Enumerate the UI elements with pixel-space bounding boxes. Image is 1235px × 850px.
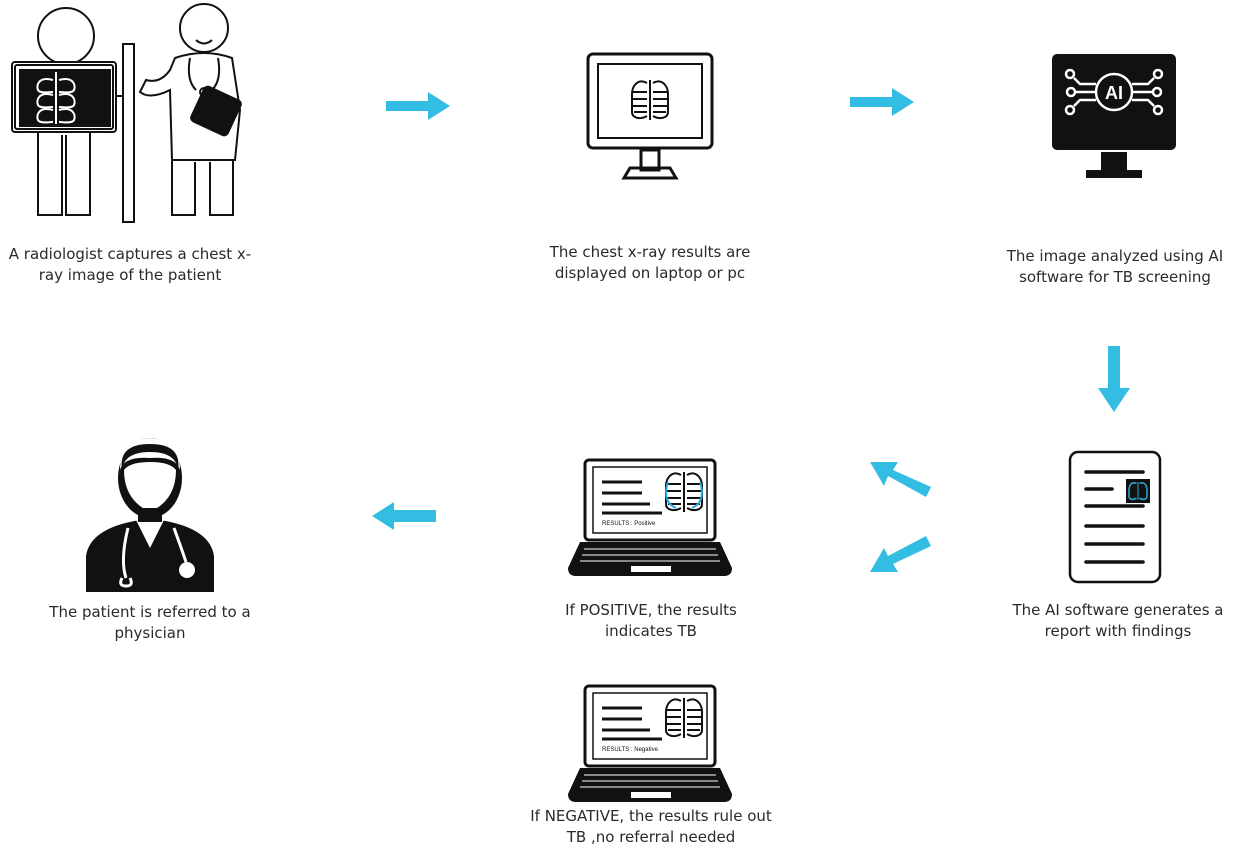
arrow-display-to-analyze bbox=[850, 88, 914, 116]
caption-positive: If POSITIVE, the results indicates TB bbox=[565, 601, 737, 640]
arrow-report-to-negative bbox=[870, 536, 931, 572]
negative-screen-label: RESULTS : Negative bbox=[602, 747, 659, 753]
ai-label: AI bbox=[1105, 83, 1123, 103]
flow-arrows bbox=[372, 88, 1130, 572]
arrow-analyze-to-report bbox=[1098, 346, 1130, 412]
positive-results-laptop-icon: RESULTS : Positive bbox=[568, 458, 732, 576]
ai-monitor-icon: AI bbox=[1052, 54, 1176, 178]
caption-report: The AI software generates a report with … bbox=[1012, 601, 1224, 640]
caption-referral: The patient is referred to a physician bbox=[49, 603, 251, 642]
caption-display: The chest x-ray results are displayed on… bbox=[549, 243, 751, 282]
caption-negative: If NEGATIVE, the results rule out TB ,no… bbox=[530, 807, 772, 846]
desktop-monitor-icon bbox=[586, 52, 714, 180]
arrow-positive-to-referral bbox=[372, 502, 436, 530]
caption-analyze: The image analyzed using AI software for… bbox=[1006, 247, 1224, 286]
negative-results-laptop-icon: RESULTS : Negative bbox=[568, 684, 732, 802]
arrow-capture-to-display bbox=[386, 92, 450, 120]
caption-capture: A radiologist captures a chest x-ray ima… bbox=[8, 245, 252, 284]
radiologist-xray-illustration bbox=[11, 3, 242, 223]
positive-screen-label: RESULTS : Positive bbox=[602, 521, 656, 527]
physician-icon bbox=[86, 438, 214, 592]
arrow-report-to-positive bbox=[870, 462, 931, 497]
report-document-icon bbox=[1068, 450, 1162, 584]
